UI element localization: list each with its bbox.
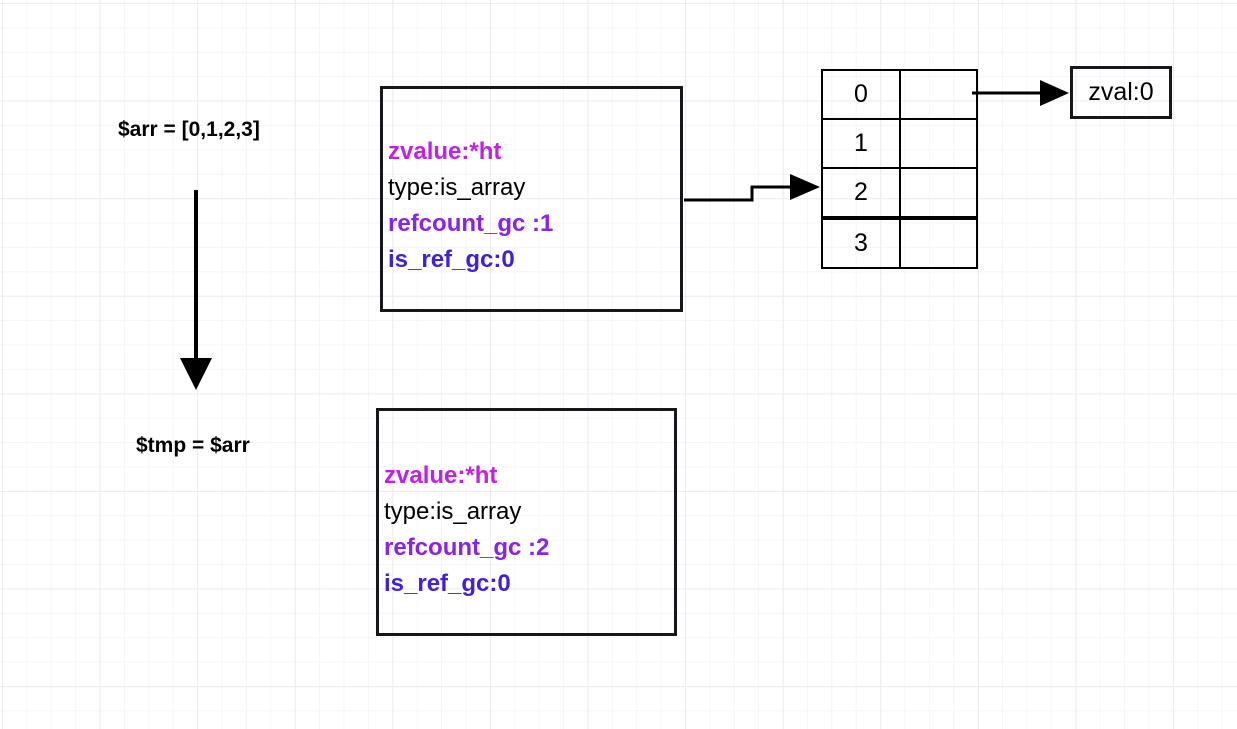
- bucket-value-3: [899, 216, 978, 269]
- bucket-index-3: 3: [821, 216, 901, 269]
- zval-leaf-box: zval:0: [1070, 66, 1172, 119]
- bucket-index-2: 2: [821, 167, 901, 219]
- zval-field-refcount: refcount_gc :2: [384, 534, 550, 561]
- bucket-index-1: 1: [821, 118, 901, 169]
- zval-field-isref: is_ref_gc:0: [388, 246, 515, 273]
- bucket-table: 0 1 2 3: [821, 69, 978, 269]
- arrow-table-to-zval-leaf-icon: [972, 80, 1069, 106]
- arrow-zval-to-table-icon: [684, 174, 820, 202]
- zval-box-arr: zvalue:*ht type:is_array refcount_gc :1 …: [380, 86, 683, 312]
- bucket-value-0: [899, 69, 978, 120]
- zval-box-tmp-fields: zvalue:*ht type:is_array refcount_gc :2 …: [384, 458, 549, 602]
- zval-field-zvalue: zvalue:*ht: [384, 462, 498, 489]
- zval-field-isref: is_ref_gc:0: [384, 570, 511, 597]
- bucket-value-2: [899, 167, 978, 219]
- zval-field-refcount: refcount_gc :1: [388, 210, 554, 237]
- zval-field-type: type:is_array: [388, 174, 526, 201]
- zval-box-arr-fields: zvalue:*ht type:is_array refcount_gc :1 …: [388, 134, 553, 278]
- zval-field-zvalue: zvalue:*ht: [388, 138, 502, 165]
- table-row: 3: [821, 216, 978, 269]
- zval-box-tmp: zvalue:*ht type:is_array refcount_gc :2 …: [376, 408, 677, 636]
- table-row: 1: [821, 118, 978, 169]
- arrow-arr-to-tmp-icon: [180, 190, 212, 390]
- zval-field-type: type:is_array: [384, 498, 522, 525]
- bucket-index-0: 0: [821, 69, 901, 120]
- table-row: 0: [821, 69, 978, 120]
- label-tmp-assignment: $tmp = $arr: [136, 434, 250, 457]
- table-row: 2: [821, 167, 978, 219]
- bucket-value-1: [899, 118, 978, 169]
- zval-leaf-label: zval:0: [1088, 78, 1154, 106]
- label-arr-assignment: $arr = [0,1,2,3]: [118, 118, 260, 141]
